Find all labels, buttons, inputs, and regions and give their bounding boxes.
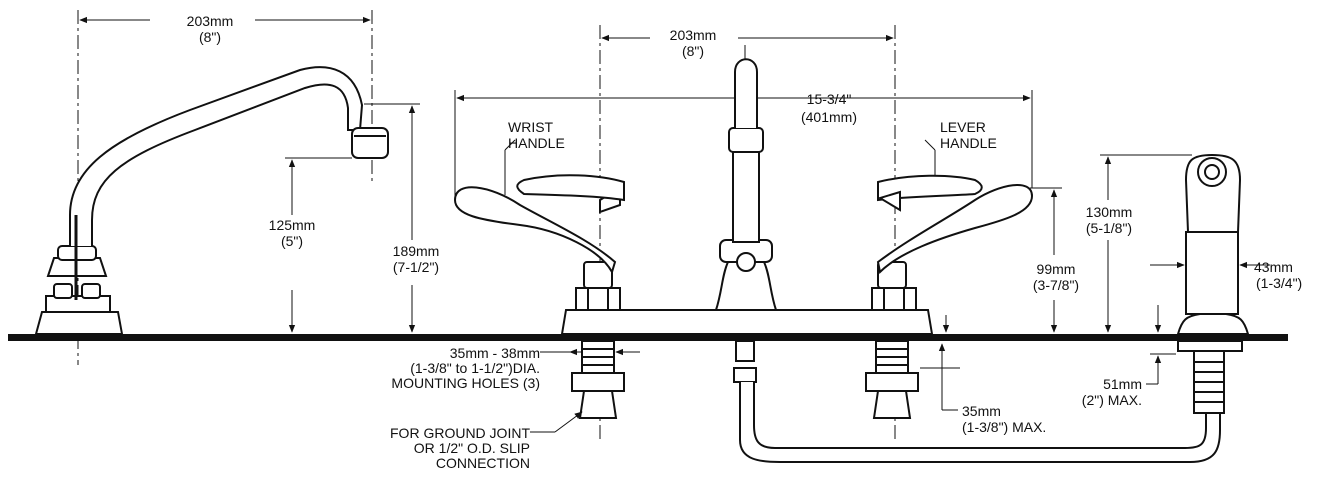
overall-width-mm: (401mm) xyxy=(800,109,857,125)
wrist-handle-line1: WRIST xyxy=(508,119,554,135)
spout-reach-mm: 203mm xyxy=(186,13,234,29)
spray-height-in: (5-1/8") xyxy=(1085,220,1133,236)
spray-dimension-lines xyxy=(1100,154,1270,385)
wrist-handle-line2: HANDLE xyxy=(508,135,565,151)
spray-width-mm: 43mm xyxy=(1254,259,1293,275)
center-spacing-in: (8") xyxy=(681,43,705,59)
connection-line2: OR 1/2" O.D. SLIP xyxy=(413,440,530,456)
mounting-holes-line2: (1-3/8" to 1-1/2")DIA. xyxy=(410,360,540,376)
side-spray xyxy=(1176,153,1250,414)
lever-handle-line1: LEVER xyxy=(940,119,986,135)
handle-height-in: (3-7/8") xyxy=(1032,277,1080,293)
shank-length-mm: 35mm xyxy=(962,403,1001,419)
spout-clearance-in: (5") xyxy=(280,233,304,249)
spout-reach-in: (8") xyxy=(198,29,222,45)
center-spacing-mm: 203mm xyxy=(669,27,717,43)
spout-clearance-mm: 125mm xyxy=(268,217,316,233)
faucet-front-view xyxy=(453,58,1221,463)
spray-shank-in: (2") MAX. xyxy=(1081,392,1142,408)
spout-height-in: (7-1/2") xyxy=(392,259,440,275)
handle-height-mm: 99mm xyxy=(1036,261,1076,277)
center-dimension-lines xyxy=(454,34,1062,433)
mounting-holes-line3: MOUNTING HOLES (3) xyxy=(391,375,540,391)
countertop xyxy=(8,334,1288,341)
mounting-holes-line1: 35mm - 38mm xyxy=(449,345,540,361)
connection-line3: CONNECTION xyxy=(435,455,530,471)
spray-width-in: (1-3/4") xyxy=(1256,275,1303,291)
shank-length-in: (1-3/8") MAX. xyxy=(962,419,1047,435)
spout-side-view xyxy=(34,66,389,335)
connection-line1: FOR GROUND JOINT xyxy=(390,425,530,441)
spout-height-mm: 189mm xyxy=(392,243,440,259)
lever-handle-line2: HANDLE xyxy=(940,135,997,151)
left-dimension-lines xyxy=(79,16,420,333)
spray-height-mm: 130mm xyxy=(1085,204,1133,220)
overall-width-in: 15-3/4" xyxy=(806,91,852,107)
spray-shank-mm: 51mm xyxy=(1103,376,1142,392)
